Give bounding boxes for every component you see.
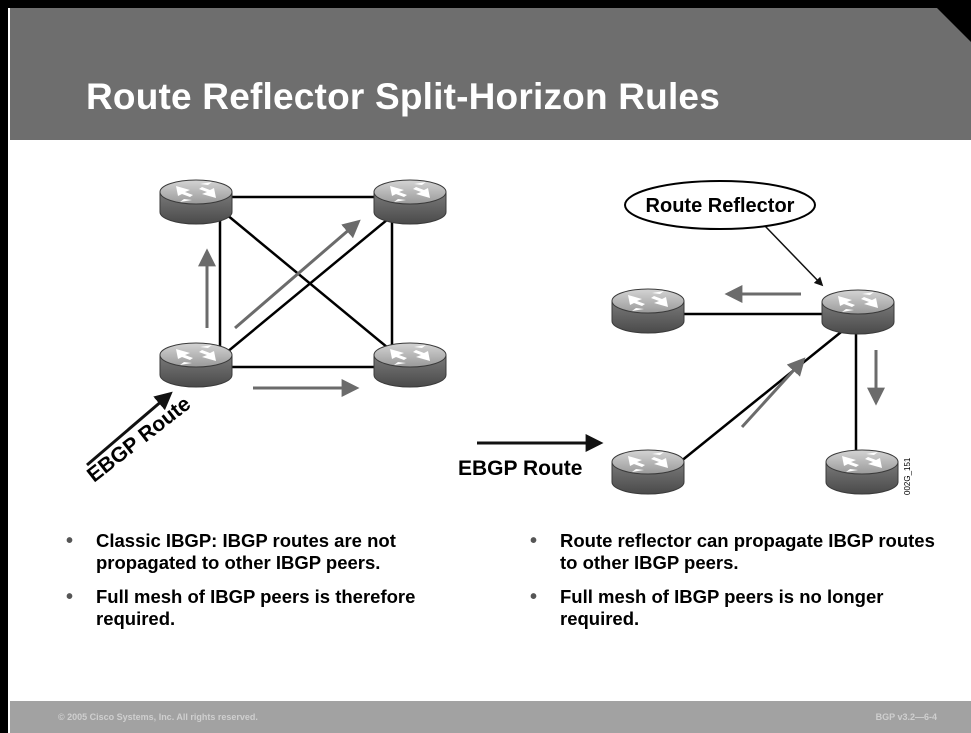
bullet-item: Full mesh of IBGP peers is therefore req… — [66, 586, 446, 630]
bullet-item: Classic IBGP: IBGP routes are not propag… — [66, 530, 446, 574]
slide-title: Route Reflector Split-Horizon Rules — [86, 76, 720, 117]
reflector-links — [648, 312, 858, 463]
router-icon — [611, 288, 685, 334]
link — [679, 319, 857, 463]
copyright-text: © 2005 Cisco Systems, Inc. All rights re… — [58, 712, 258, 722]
course-code: BGP v3.2—6-4 — [875, 712, 937, 722]
full-mesh-links — [186, 195, 408, 369]
router-icon — [373, 342, 447, 388]
ebgp-arrow-left — [86, 391, 173, 467]
router-icon — [159, 342, 233, 388]
bullet-item: Route reflector can propagate IBGP route… — [530, 530, 935, 574]
callout-ellipse — [624, 180, 816, 230]
bullets-right: Route reflector can propagate IBGP route… — [530, 530, 935, 642]
router-icon — [825, 449, 899, 495]
ebgp-route-label-left: EBGP Route — [83, 392, 195, 487]
frame-left-border — [0, 0, 8, 733]
router-icon — [159, 179, 233, 225]
route-reflector-router-icon — [821, 289, 895, 335]
propagation-arrow-diagonal — [234, 219, 361, 330]
reflect-arrow-up — [740, 357, 806, 429]
figure-id: 002G_151 — [903, 457, 912, 495]
route-reflector-callout: Route Reflector — [646, 195, 795, 217]
corner-triangle — [937, 8, 971, 42]
callout-arrow — [764, 225, 824, 287]
title-bar — [10, 8, 971, 140]
ebgp-route-label-right: EBGP Route — [458, 457, 582, 480]
mesh-link — [214, 204, 406, 363]
footer: © 2005 Cisco Systems, Inc. All rights re… — [10, 701, 971, 733]
diagram: EBGP Route Route Reflector EBGP Route 00… — [83, 179, 912, 495]
bullet-item: Full mesh of IBGP peers is no longer req… — [530, 586, 935, 630]
router-icon — [373, 179, 447, 225]
router-icon — [611, 449, 685, 495]
bullets-left: Classic IBGP: IBGP routes are not propag… — [66, 530, 446, 642]
frame-top-border — [0, 0, 971, 8]
